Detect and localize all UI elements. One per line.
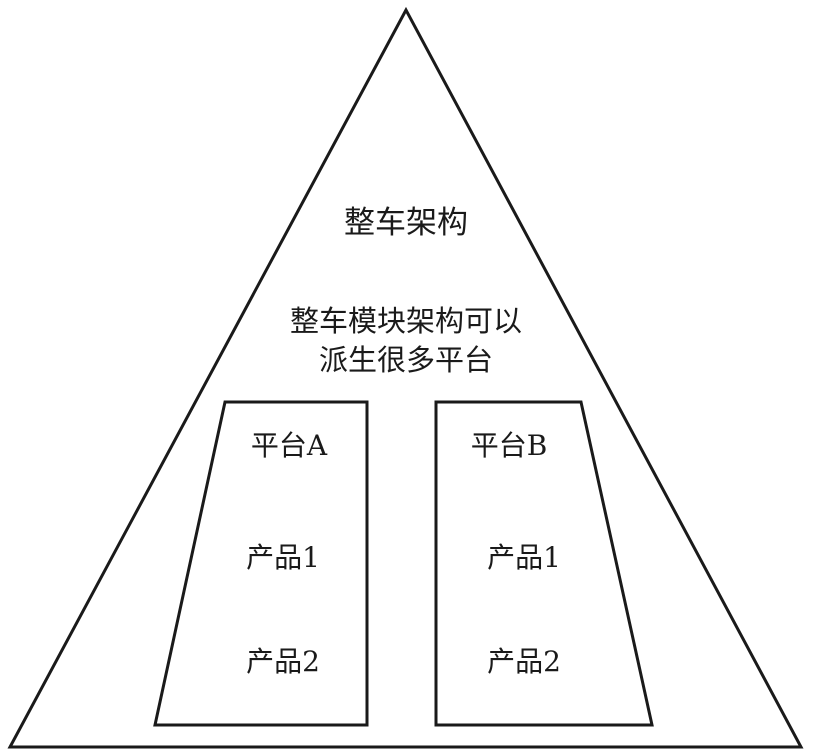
pyramid-description-line-1: 整车模块架构可以 <box>290 304 522 338</box>
platform-b-product-1: 产品1 <box>487 541 561 574</box>
platform-b-block: 平台B 产品1 产品2 <box>434 400 654 727</box>
pyramid-description-line-2: 派生很多平台 <box>319 343 493 377</box>
platform-a-block: 平台A 产品1 产品2 <box>153 400 369 727</box>
platform-a-product-2: 产品2 <box>246 645 320 678</box>
platform-a-product-1: 产品1 <box>246 541 320 574</box>
platform-b-product-2: 产品2 <box>487 645 561 678</box>
pyramid-title: 整车架构 <box>344 205 468 241</box>
platform-b-title: 平台B <box>471 429 548 462</box>
platform-b-shape <box>434 400 654 727</box>
platform-a-title: 平台A <box>251 429 328 462</box>
platform-a-shape <box>153 400 369 727</box>
architecture-pyramid <box>7 6 804 749</box>
